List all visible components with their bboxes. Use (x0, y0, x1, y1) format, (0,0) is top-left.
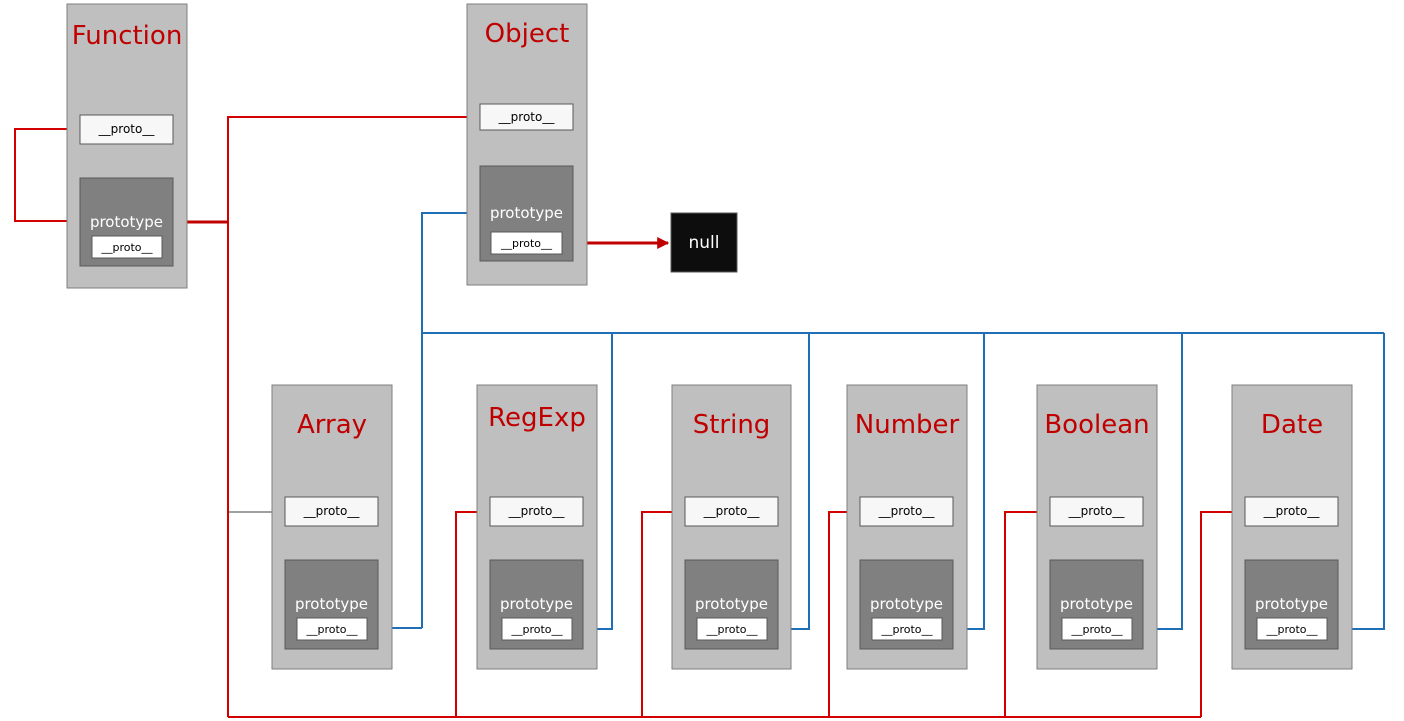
array-prototype-label: prototype (295, 595, 368, 613)
boolean-prototype-label: prototype (1060, 595, 1133, 613)
object-title: Object (485, 19, 570, 49)
function-prototype-proto-label: __proto__ (100, 241, 153, 254)
null-label: null (689, 233, 720, 253)
function-proto-self-link (14, 128, 80, 225)
regexp-card: RegExp __proto__ prototype __proto__ (476, 384, 598, 670)
array-title: Array (297, 410, 367, 440)
object-prototype-arrow (421, 209, 479, 628)
number-prototype-proto-label: __proto__ (880, 623, 933, 636)
object-card: Object __proto__ prototype __proto__ (466, 3, 588, 286)
regexp-prototype-proto-label: __proto__ (510, 623, 563, 636)
boolean-proto-link (1004, 511, 1050, 717)
regexp-prototype-label: prototype (500, 595, 573, 613)
string-title: String (693, 410, 771, 440)
function-proto-label: __proto__ (98, 122, 156, 136)
function-card: Function __proto__ prototype __proto__ (66, 3, 188, 289)
date-proto-link (1200, 511, 1245, 717)
date-prototype-proto-label: __proto__ (1265, 623, 1318, 636)
string-proto-label: __proto__ (703, 504, 761, 518)
object-proto-label: __proto__ (498, 110, 556, 124)
string-proto-link (641, 511, 685, 717)
date-card: Date __proto__ prototype __proto__ (1231, 384, 1353, 670)
function-title: Function (72, 21, 183, 51)
regexp-title: RegExp (488, 403, 586, 433)
number-prototype-label: prototype (870, 595, 943, 613)
date-prototype-label: prototype (1255, 595, 1328, 613)
object-prototype-proto-label: __proto__ (500, 237, 553, 250)
string-prototype-label: prototype (695, 595, 768, 613)
boolean-proto-label: __proto__ (1068, 504, 1126, 518)
function-prototype-label: prototype (90, 213, 163, 231)
array-prototype-proto-label: __proto__ (305, 623, 358, 636)
array-card: Array __proto__ prototype __proto__ (271, 384, 393, 670)
date-proto-label: __proto__ (1263, 504, 1321, 518)
number-proto-label: __proto__ (878, 504, 936, 518)
null-node: null (670, 212, 738, 273)
number-title: Number (855, 410, 960, 440)
object-proto-link (227, 116, 480, 717)
boolean-prototype-proto-label: __proto__ (1070, 623, 1123, 636)
regexp-proto-label: __proto__ (508, 504, 566, 518)
object-prototype-label: prototype (490, 204, 563, 222)
number-card: Number __proto__ prototype __proto__ (846, 384, 968, 670)
string-prototype-proto-label: __proto__ (705, 623, 758, 636)
array-proto-label: __proto__ (303, 504, 361, 518)
string-card: String __proto__ prototype __proto__ (671, 384, 792, 670)
boolean-title: Boolean (1044, 410, 1149, 440)
boolean-card: Boolean __proto__ prototype __proto__ (1036, 384, 1158, 670)
date-title: Date (1261, 410, 1323, 440)
